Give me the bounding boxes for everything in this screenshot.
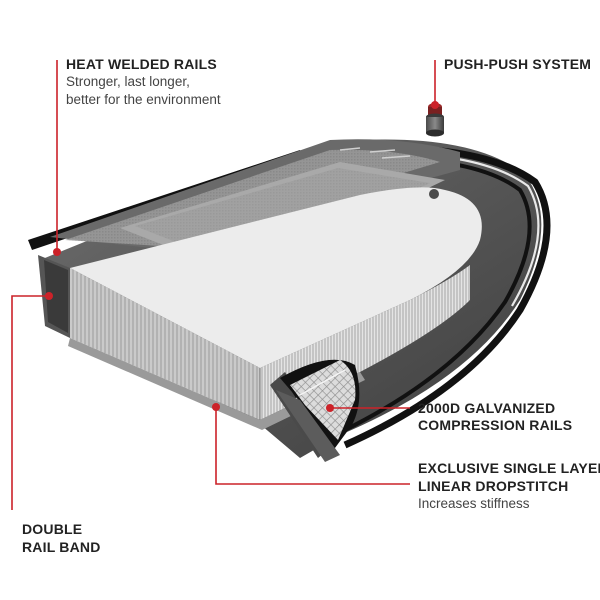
callout-dots [45, 101, 439, 412]
dot-dropstitch [212, 403, 220, 411]
line-double-rail [11, 295, 49, 510]
dot-heat-welded [53, 248, 61, 256]
dot-double-rail [45, 292, 53, 300]
compression-line1: 2000D GALVANIZED [418, 400, 556, 416]
dropstitch-front [70, 268, 260, 420]
heat-welded-sub1: Stronger, last longer, [66, 74, 190, 89]
core-top [70, 187, 482, 368]
double-rail-line1: DOUBLE [22, 521, 83, 537]
callout-lines [11, 60, 436, 510]
compression-rail-front [276, 390, 340, 462]
double-rail-line2: RAIL BAND [22, 539, 101, 555]
dropstitch-line1: EXCLUSIVE SINGLE LAYER [418, 460, 600, 476]
heat-welded-sub2: better for the environment [66, 92, 221, 107]
dot-compression [326, 404, 334, 412]
heat-welded-title: HEAT WELDED RAILS [66, 56, 217, 72]
compression-rail-mesh [290, 360, 356, 440]
push-push-title: PUSH-PUSH SYSTEM [444, 56, 592, 72]
dot-push-push [431, 101, 439, 109]
dropstitch-sub: Increases stiffness [418, 496, 530, 511]
line-dropstitch [215, 408, 410, 485]
dropstitch-line2: LINEAR DROPSTITCH [418, 478, 569, 494]
compression-line2: COMPRESSION RAILS [418, 417, 573, 433]
